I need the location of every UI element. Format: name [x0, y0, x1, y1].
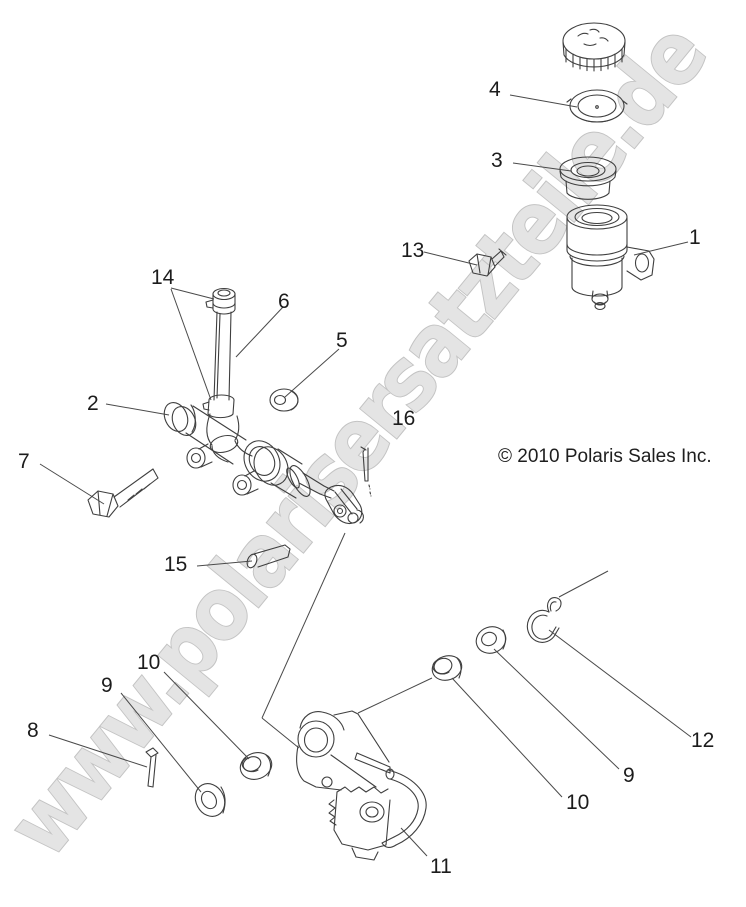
- part-label-5: 5: [336, 329, 348, 352]
- part-8-pin-icon: [145, 747, 159, 788]
- part-1-master-cylinder-body-icon: [566, 204, 655, 311]
- part-9-washer-left-icon: [194, 783, 226, 817]
- part-3-seal-icon: [559, 156, 617, 200]
- part-label-2: 2: [87, 392, 99, 415]
- part-label-15: 15: [164, 553, 188, 576]
- part-2-master-cylinder-icon: [163, 402, 364, 525]
- part-label-1: 1: [689, 226, 701, 249]
- part-7-bolt-icon: [87, 468, 159, 518]
- part-16-pin-icon: [360, 446, 372, 497]
- part-10-bushing-left-icon: [239, 752, 273, 780]
- part-label-13: 13: [401, 239, 425, 262]
- part-5-grommet-icon: [269, 388, 299, 412]
- part-6-push-rod-icon: [202, 287, 236, 419]
- part-label-9-right: 9: [623, 764, 635, 787]
- part-label-12: 12: [691, 729, 715, 752]
- part-9-washer-right-icon: [475, 626, 507, 654]
- part-12-spring-clip-icon: [526, 597, 562, 643]
- part-4-diaphragm-icon: [566, 89, 628, 123]
- leader-lines: [39, 94, 692, 857]
- part-label-9-left: 9: [101, 674, 113, 697]
- part-10-bushing-right-icon: [431, 655, 463, 681]
- part-label-16: 16: [392, 407, 416, 430]
- part-label-8: 8: [27, 719, 39, 742]
- part-label-10-left: 10: [137, 651, 161, 674]
- part-label-6: 6: [278, 290, 290, 313]
- part-label-10-right: 10: [566, 791, 590, 814]
- part-label-3: 3: [491, 149, 503, 172]
- part-13-bolt-icon: [468, 248, 507, 277]
- part-label-14: 14: [151, 266, 175, 289]
- part-label-7: 7: [18, 450, 30, 473]
- part-label-4: 4: [489, 78, 501, 101]
- copyright-notice: © 2010 Polaris Sales Inc.: [498, 446, 712, 467]
- part-15-clevis-pin-icon: [246, 544, 291, 569]
- part-11-bracket-assembly-icon: [296, 710, 427, 861]
- part-label-11: 11: [430, 855, 452, 878]
- reservoir-cap-icon: [562, 22, 626, 72]
- watermark-text: www.polarisersatzteile.de: [0, 7, 725, 876]
